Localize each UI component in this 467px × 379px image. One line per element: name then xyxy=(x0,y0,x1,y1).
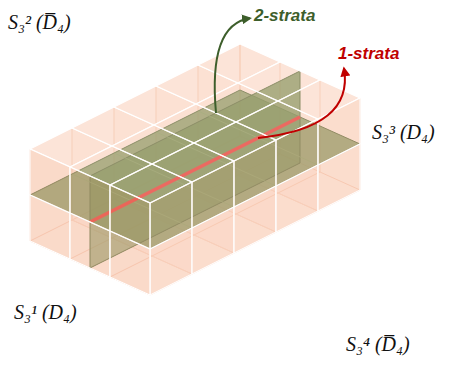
cube-front xyxy=(234,140,276,207)
cube-front xyxy=(318,98,360,165)
cube-side xyxy=(70,167,110,231)
region-label: S₃³ (D₄) xyxy=(372,120,435,144)
cube-front xyxy=(192,161,234,228)
leader-arrow xyxy=(258,68,345,138)
region-label: S₃² (D̅₄) xyxy=(8,10,71,34)
region-label: S₃¹ (D₄) xyxy=(14,300,77,324)
stratum-label: 2-strata xyxy=(254,6,315,26)
cube-front xyxy=(150,182,192,249)
cube-front xyxy=(276,119,318,186)
leader-arrow xyxy=(215,18,250,113)
region-label: S₃⁴ (D̅₄) xyxy=(346,332,410,356)
cube-side xyxy=(30,149,70,213)
stratum-label: 1-strata xyxy=(338,44,399,64)
cube-side xyxy=(110,185,150,249)
